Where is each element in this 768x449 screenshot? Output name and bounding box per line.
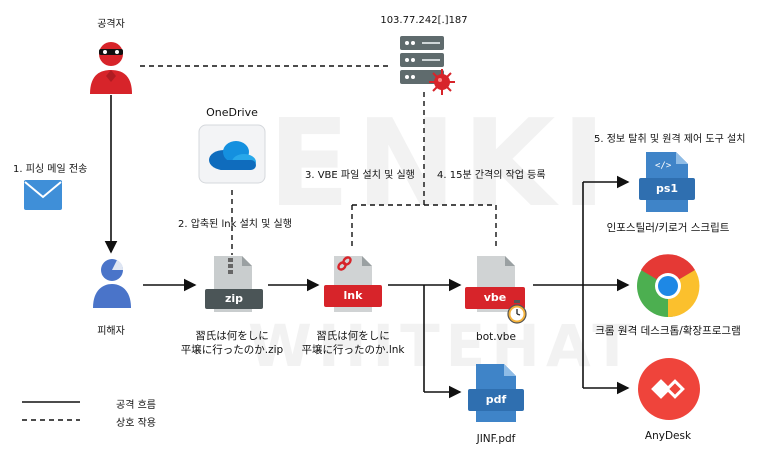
legend-dashed-label: 상호 작용: [116, 418, 156, 429]
svg-text:</>: </>: [655, 161, 672, 171]
pdf-filename: JINF.pdf: [476, 433, 516, 445]
vbe-tag: vbe: [465, 287, 525, 309]
mail-icon: [24, 180, 62, 214]
chrome-label: 크롬 원격 데스크톱/확장프로그램: [595, 325, 741, 337]
pdf-tag: pdf: [468, 389, 524, 411]
zip-tag: zip: [205, 289, 263, 309]
step3-label: 3. VBE 파일 설치 및 실행: [305, 170, 415, 181]
watermark-enki: ENKI: [268, 95, 613, 234]
zip-filename-line1: 習氏は何をしに: [195, 330, 269, 342]
server-label: 103.77.242[.]187: [380, 15, 468, 26]
attacker-label: 공격자: [97, 19, 125, 30]
step5-label: 5. 정보 탈취 및 원격 제어 도구 설치: [594, 134, 746, 145]
step1-label: 1. 피싱 메일 전송: [13, 164, 88, 175]
ps1-tag: ps1: [639, 178, 695, 200]
hacker-icon: [86, 38, 136, 98]
zip-filename: 習氏は何をしに 平壌に行ったのか.zip: [181, 329, 283, 357]
legend-solid-label: 공격 흐름: [116, 400, 156, 411]
chrome-icon: [636, 254, 700, 322]
lnk-filename: 習氏は何をしに 平壌に行ったのか.lnk: [302, 329, 405, 357]
ps1-label: 인포스틸러/키로거 스크립트: [606, 222, 730, 234]
step2-label: 2. 압축된 lnk 설치 및 실행: [178, 219, 292, 230]
watermark-whitehat: WHITEHAT: [248, 312, 638, 380]
onedrive-label: OneDrive: [206, 106, 258, 119]
lnk-tag: lnk: [324, 285, 382, 307]
onedrive-icon: [198, 124, 266, 188]
anydesk-icon: [638, 358, 700, 424]
user-icon: [91, 256, 133, 312]
zip-filename-line2: 平壌に行ったのか.zip: [180, 344, 284, 356]
lnk-filename-line2: 平壌に行ったのか.lnk: [301, 344, 405, 356]
virus-icon: [428, 68, 456, 100]
timer-icon: [506, 300, 528, 328]
anydesk-label: AnyDesk: [644, 430, 692, 442]
victim-label: 피해자: [97, 326, 125, 337]
step4-label: 4. 15분 간격의 작업 등록: [437, 170, 546, 181]
vbe-filename: bot.vbe: [476, 331, 516, 343]
lnk-filename-line1: 習氏は何をしに: [316, 330, 390, 342]
